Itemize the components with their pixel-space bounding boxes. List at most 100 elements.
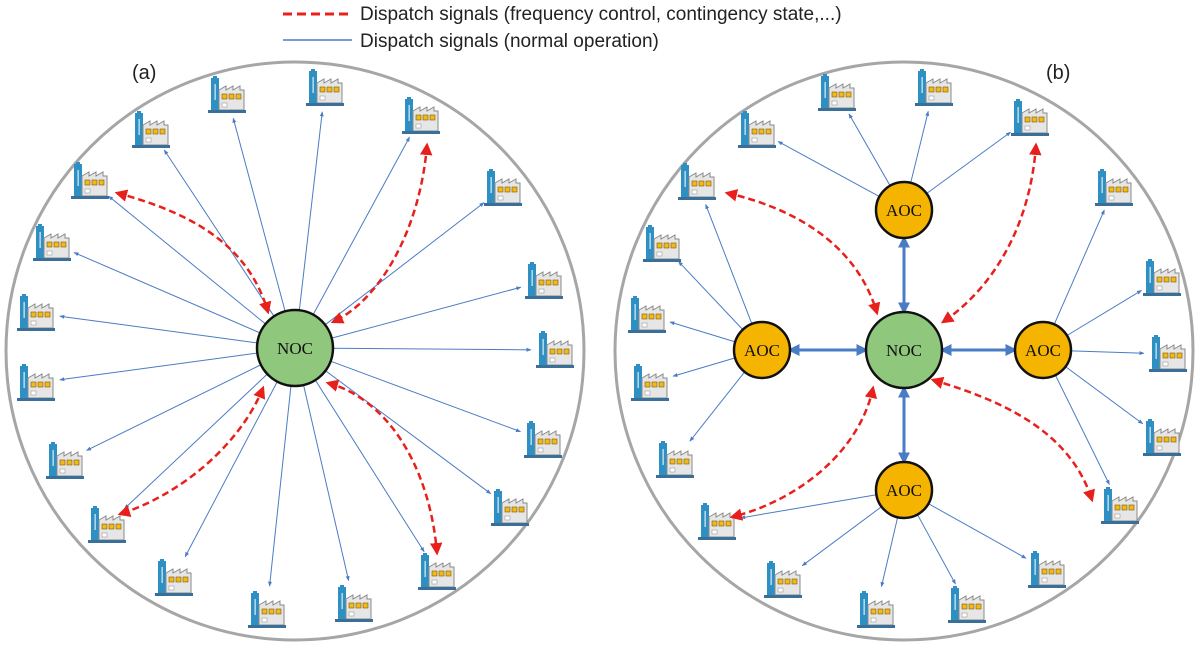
panel-b-noc-label: NOC	[886, 341, 922, 360]
factory-icon	[678, 163, 716, 201]
dispatch-link	[73, 252, 261, 334]
panel-b-boundary-ring	[613, 60, 1195, 642]
factory-icon	[643, 225, 681, 263]
contingency-link	[117, 385, 266, 517]
panel-b-noc-node	[864, 310, 944, 390]
dispatch-link	[926, 131, 1012, 194]
dispatch-link	[705, 203, 753, 325]
dispatch-link	[232, 117, 286, 312]
factory-icon	[948, 586, 986, 624]
factory-icon	[1101, 487, 1139, 525]
contingency-link	[114, 189, 272, 315]
factory-icon	[208, 76, 246, 114]
dispatch-link	[86, 364, 262, 451]
dispatch-link	[59, 352, 258, 382]
factory-icon	[248, 591, 286, 629]
factory-icon	[88, 506, 126, 544]
contingency-link	[930, 376, 1095, 503]
factory-icon	[1028, 551, 1066, 589]
dispatch-link	[672, 357, 736, 377]
factory-icon	[46, 442, 84, 480]
factory-icon	[71, 162, 109, 200]
factory-icon	[491, 489, 529, 527]
aoc-node	[1013, 320, 1073, 380]
factory-icon	[698, 503, 736, 541]
dispatch-link	[163, 149, 275, 317]
factory-icon	[525, 262, 563, 300]
factory-icon	[764, 561, 802, 599]
dispatch-link	[928, 503, 1027, 559]
factory-icon	[536, 331, 574, 369]
dispatch-link	[59, 314, 258, 344]
dispatch-link	[880, 517, 899, 588]
factory-icon	[818, 74, 856, 112]
dispatch-link	[910, 110, 930, 183]
panel-a-boundary-ring	[4, 60, 586, 642]
factory-icon	[656, 441, 694, 479]
factory-icon	[524, 421, 562, 459]
panel-b: (b) AOC AOC AOC AOC NOC	[613, 60, 1195, 642]
dispatch-link	[777, 141, 880, 198]
aoc-node	[732, 320, 792, 380]
dispatch-link	[331, 286, 522, 339]
dispatch-link	[917, 514, 956, 585]
factory-icon	[484, 169, 522, 207]
contingency-link	[940, 142, 1042, 324]
dispatch-link	[801, 506, 882, 567]
panel-a-noc-node	[255, 308, 335, 388]
aoc-label: AOC	[1025, 341, 1061, 360]
panel-b-aoc-nodes: AOC AOC AOC AOC	[732, 180, 1073, 520]
factory-icon	[33, 224, 71, 262]
legend-red-dashed-label: Dispatch signals (frequency control, con…	[360, 4, 842, 25]
dispatch-link	[268, 385, 292, 587]
dispatch-link	[298, 111, 324, 311]
contingency-link	[729, 385, 878, 521]
panel-a-noc-label: NOC	[277, 339, 313, 358]
panel-b-contingency-links	[724, 142, 1095, 521]
panel-a-contingency-links	[114, 142, 443, 556]
factory-icon	[738, 111, 776, 149]
factory-icon	[1011, 99, 1049, 137]
factory-icon	[335, 585, 373, 623]
aoc-label: AOC	[886, 201, 922, 220]
panel-b-noc-aoc-links	[787, 235, 1018, 465]
panel-a-label: (a)	[132, 62, 156, 84]
factory-icon	[306, 69, 344, 107]
factory-icon	[1095, 169, 1133, 207]
dispatch-link	[325, 370, 492, 495]
dispatch-link	[689, 371, 746, 442]
factory-icon	[17, 294, 55, 332]
factory-icon	[418, 553, 456, 591]
dispatch-link	[848, 113, 891, 186]
factory-icon	[628, 296, 666, 334]
factory-icon	[132, 111, 170, 149]
aoc-node	[874, 460, 934, 520]
factory-icon	[915, 69, 953, 107]
factory-icon	[631, 364, 669, 402]
factory-icon	[1149, 335, 1187, 373]
dispatch-link	[1066, 289, 1142, 336]
factory-icon	[402, 97, 440, 135]
legend-blue-line-label: Dispatch signals (normal operation)	[360, 31, 659, 52]
contingency-link	[325, 379, 443, 556]
dispatch-link	[1070, 350, 1145, 356]
factory-icon	[857, 591, 895, 629]
dispatch-link	[1065, 366, 1144, 425]
dispatch-link	[669, 321, 736, 343]
factory-icon	[1143, 419, 1181, 457]
dispatch-link	[1053, 209, 1105, 325]
aoc-label: AOC	[744, 341, 780, 360]
aoc-node	[874, 180, 934, 240]
aoc-label: AOC	[886, 481, 922, 500]
contingency-link	[330, 142, 433, 324]
panel-b-label: (b)	[1046, 62, 1070, 84]
panel-a: (a) NOC	[4, 60, 586, 642]
factory-icon	[155, 559, 193, 597]
legend: Dispatch signals (frequency control, con…	[283, 4, 842, 52]
dispatch-link	[332, 347, 532, 352]
contingency-link	[724, 189, 881, 316]
factory-icon	[17, 364, 55, 402]
dispatch-link	[1054, 374, 1110, 485]
dispatch-link	[312, 136, 410, 315]
